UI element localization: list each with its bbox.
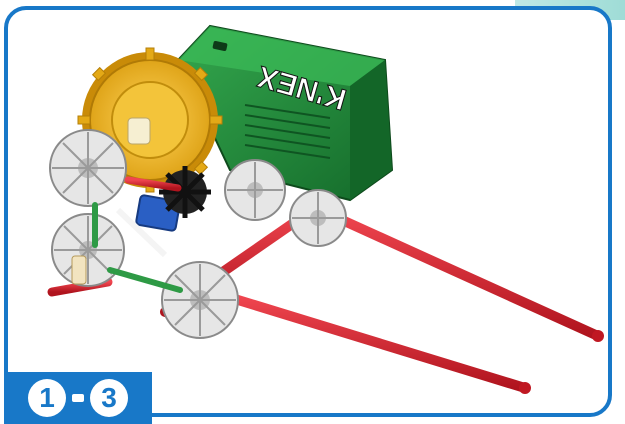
connector-icon — [225, 160, 285, 220]
connector-icon — [50, 130, 126, 206]
connector-icon — [52, 214, 124, 286]
step-badge: 1 3 — [4, 372, 152, 424]
connector-icon — [72, 256, 86, 284]
connector-icon — [162, 262, 238, 338]
connector-icon — [290, 190, 346, 246]
rod-icon — [320, 210, 604, 342]
rod-icon — [225, 296, 531, 394]
step-end-number: 3 — [90, 379, 128, 417]
step-range-separator — [72, 394, 84, 402]
step-start-number: 1 — [28, 379, 66, 417]
